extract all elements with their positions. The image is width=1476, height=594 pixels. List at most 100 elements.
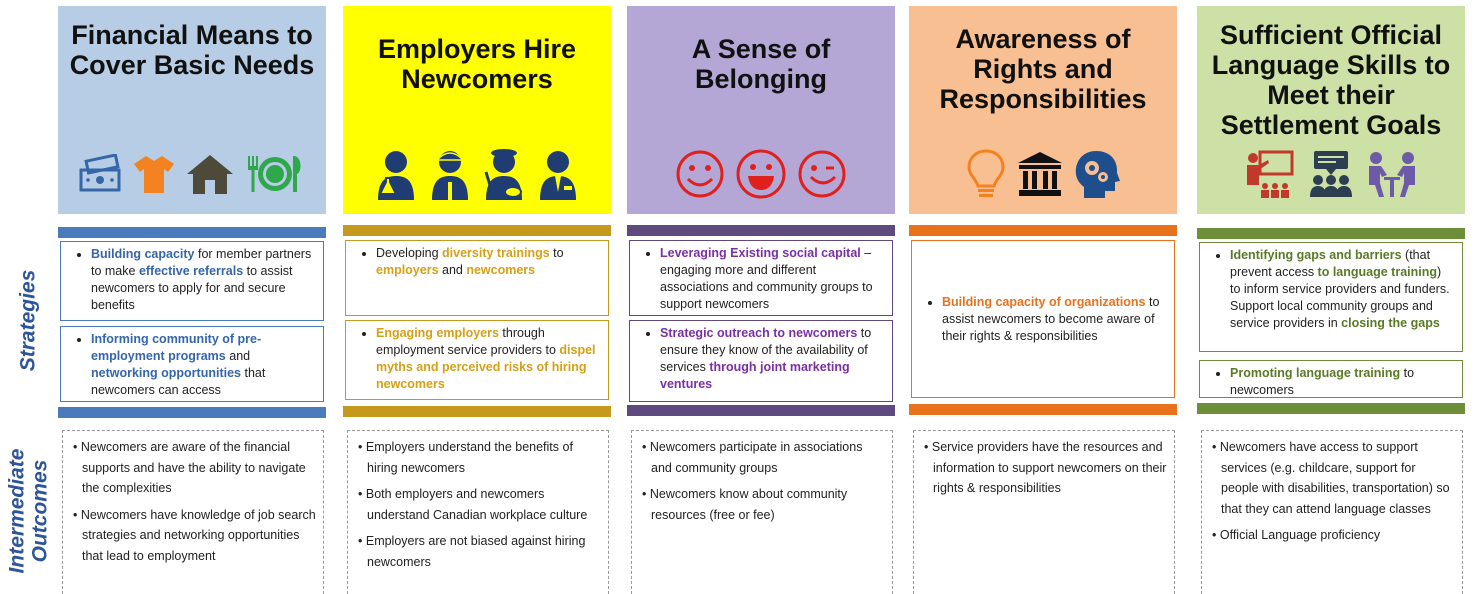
- outcome-item: • Service providers have the resources a…: [924, 437, 1168, 499]
- strategy-highlight: Informing community of pre-employment pr…: [91, 332, 262, 363]
- strategy-box: Leveraging Existing social capital – eng…: [629, 240, 893, 316]
- column-header: Employers Hire Newcomers: [343, 6, 611, 214]
- strategy-highlight: dispel myths and perceived risks of hiri…: [376, 343, 596, 391]
- strategy-text: ) to inform service providers and funder…: [1230, 265, 1450, 330]
- bullet-icon: •: [73, 507, 81, 522]
- outcomes-label-line2: Outcomes: [28, 459, 51, 563]
- bullet-icon: •: [642, 487, 650, 501]
- outcomes-box: • Service providers have the resources a…: [913, 430, 1175, 594]
- strategy-box: Developing diversity trainings to employ…: [345, 240, 609, 316]
- strategy-highlight: closing the gaps: [1341, 316, 1440, 330]
- outcome-text: Employers are not biased against hiring …: [365, 534, 586, 569]
- outcome-item: • Official Language proficiency: [1212, 525, 1456, 546]
- outcomes-bar: [909, 404, 1177, 415]
- outcome-item: • Newcomers have access to support servi…: [1212, 437, 1456, 519]
- strategy-highlight: Engaging employers: [376, 326, 499, 340]
- lightbulb-icon: [966, 148, 1006, 200]
- outcome-item: • Both employers and newcomers understan…: [358, 484, 602, 525]
- strategy-item: Identifying gaps and barriers (that prev…: [1230, 247, 1454, 332]
- bullet-icon: •: [1212, 440, 1220, 454]
- bullet-icon: •: [358, 487, 366, 501]
- strategies-side-label: Strategies: [16, 269, 40, 371]
- strategy-highlight: effective referrals: [138, 264, 244, 278]
- strategies-bar: [1197, 228, 1465, 239]
- strategy-highlight: Building capacity: [91, 247, 195, 261]
- teacher-presentation-icon: [1244, 149, 1296, 199]
- strategy-item: Developing diversity trainings to employ…: [376, 245, 600, 279]
- strategy-highlight: Identifying gaps and barriers: [1230, 248, 1402, 262]
- strategy-box: Building capacity of organizations to as…: [911, 240, 1175, 398]
- winking-face-icon: [797, 149, 847, 199]
- outcomes-box: • Employers understand the benefits of h…: [347, 430, 609, 594]
- strategy-box: Strategic outreach to newcomers to ensur…: [629, 320, 893, 402]
- strategy-item: Strategic outreach to newcomers to ensur…: [660, 325, 884, 393]
- outcome-text: Newcomers know about community resources…: [649, 487, 848, 522]
- strategy-box: Informing community of pre-employment pr…: [60, 326, 324, 402]
- outcome-text: Service providers have the resources and…: [931, 440, 1167, 495]
- strategy-highlight: Leveraging Existing social capital: [660, 246, 861, 260]
- strategy-highlight: diversity trainings: [442, 246, 550, 260]
- bullet-icon: •: [924, 440, 932, 454]
- column-2: Employers Hire NewcomersDeveloping diver…: [343, 0, 611, 594]
- strategy-highlight: Building capacity of organizations: [942, 294, 1146, 309]
- strategy-highlight: Promoting language training: [1230, 366, 1401, 380]
- column-title: A Sense of Belonging: [691, 34, 831, 94]
- outcome-item: • Newcomers participate in associations …: [642, 437, 886, 478]
- strategy-text: for member partners to make: [91, 247, 312, 278]
- strategy-highlight: Strategic outreach to newcomers: [660, 326, 858, 340]
- strategy-text: to: [549, 246, 564, 260]
- strategy-item: Informing community of pre-employment pr…: [91, 331, 315, 399]
- strategy-item: Promoting language training to newcomers: [1230, 365, 1454, 399]
- outcome-item: • Employers understand the benefits of h…: [358, 437, 602, 478]
- icon-row: [58, 148, 326, 200]
- smiley-icon: [675, 149, 725, 199]
- column-title: Employers Hire Newcomers: [377, 34, 577, 94]
- strategy-item: Engaging employers through employment se…: [376, 325, 600, 393]
- strategy-text: that newcomers can access: [91, 366, 266, 397]
- strategy-text: – engaging more and different associatio…: [660, 246, 873, 311]
- construction-worker-icon: [428, 148, 472, 200]
- outcomes-label-line1: Intermediate: [5, 448, 28, 574]
- outcomes-bar: [58, 407, 326, 418]
- outcome-text: Newcomers participate in associations an…: [649, 440, 863, 475]
- icon-row: [1197, 148, 1465, 200]
- strategy-text: Developing: [376, 246, 443, 260]
- outcomes-box: • Newcomers have access to support servi…: [1201, 430, 1463, 594]
- column-1: Financial Means to Cover Basic NeedsBuil…: [58, 0, 326, 594]
- outcomes-bar: [343, 406, 611, 417]
- businessman-icon: [536, 148, 580, 200]
- bullet-icon: •: [73, 440, 81, 454]
- strategy-box: Engaging employers through employment se…: [345, 320, 609, 400]
- courthouse-icon: [1016, 150, 1064, 198]
- outcome-text: Official Language proficiency: [1219, 528, 1381, 542]
- strategy-item: Building capacity for member partners to…: [91, 246, 315, 314]
- group-discussion-icon: [1306, 149, 1356, 199]
- outcome-item: • Newcomers have knowledge of job search…: [73, 505, 317, 567]
- column-header: Awareness of Rights and Responsibilities: [909, 6, 1177, 214]
- strategies-bar: [909, 225, 1177, 236]
- strategy-highlight: newcomers: [466, 263, 536, 277]
- bullet-icon: •: [642, 440, 650, 454]
- outcomes-bar: [627, 405, 895, 416]
- strategy-highlight: employers: [376, 263, 439, 277]
- strategy-text: to assist newcomers to become aware of t…: [942, 294, 1160, 343]
- strategy-text: through employment service providers to: [376, 326, 560, 357]
- outcome-text: Both employers and newcomers understand …: [365, 487, 588, 522]
- strategy-text: and: [438, 263, 467, 277]
- strategy-text: (that prevent access: [1230, 248, 1431, 279]
- icon-row: [343, 148, 611, 200]
- column-header: Financial Means to Cover Basic Needs: [58, 6, 326, 214]
- outcome-item: • Newcomers are aware of the financial s…: [73, 437, 317, 499]
- column-header: A Sense of Belonging: [627, 6, 895, 214]
- bullet-icon: •: [358, 440, 366, 454]
- tutoring-icon: [1366, 149, 1418, 199]
- laughing-face-icon: [735, 148, 787, 200]
- strategy-text: and: [225, 349, 251, 363]
- column-4: Awareness of Rights and Responsibilities…: [909, 0, 1177, 594]
- column-title: Financial Means to Cover Basic Needs: [69, 20, 315, 80]
- outcome-item: • Newcomers know about community resourc…: [642, 484, 886, 525]
- strategy-box: Building capacity for member partners to…: [60, 241, 324, 321]
- strategies-bar: [58, 227, 326, 238]
- money-icon: [79, 154, 123, 194]
